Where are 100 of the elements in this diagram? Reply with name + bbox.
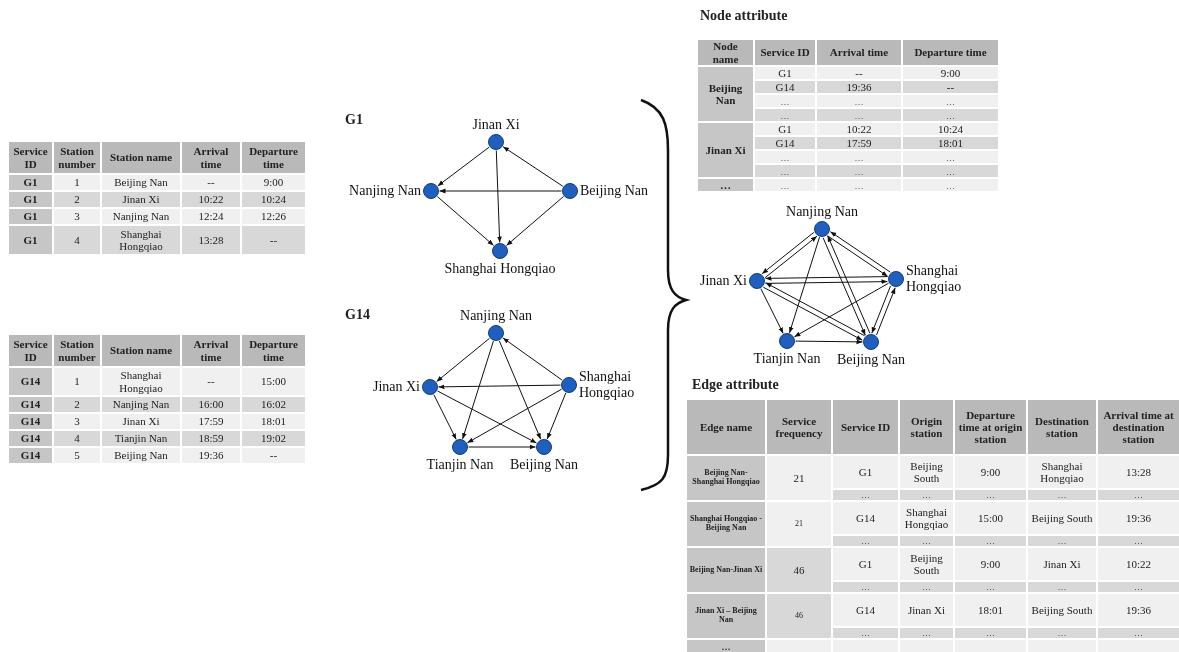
table-cell: Jinan Xi (697, 122, 754, 179)
arrow (871, 285, 891, 334)
table-cell: 46 (766, 593, 832, 639)
arrow (795, 339, 863, 345)
station-name: Shanghai Hongqiao (906, 262, 963, 296)
table-cell: Jinan Xi – Beijing Nan (686, 593, 766, 639)
section-title: G14 (345, 307, 370, 323)
header-cell: Departure time (902, 39, 999, 66)
header-cell: Service ID (754, 39, 816, 66)
arrow (433, 394, 457, 440)
header-cell: Departure time (241, 141, 306, 174)
table-cell: Shanghai Hongqiao -Beijing Nan (686, 501, 766, 547)
arrow (876, 287, 896, 336)
header-cell: Arrival time (181, 334, 241, 367)
station-name: Shanghai Hongqiao (579, 368, 636, 402)
table-cell: Beijing South (1027, 593, 1097, 627)
table-cell: Beijing Nan-Jinan Xi (686, 547, 766, 593)
table-cell: G1 (832, 455, 899, 489)
table-cell: Beijing South (1027, 501, 1097, 535)
table-cell: Shanghai Hongqiao (899, 501, 954, 535)
header-cell: Destination station (1027, 399, 1097, 455)
arrow (495, 150, 502, 243)
table-cell: 21 (766, 455, 832, 501)
table-cell: Jinan Xi (1027, 547, 1097, 581)
station-name: Jinan Xi (699, 272, 747, 290)
header-cell: Edge name (686, 399, 766, 455)
arrow (765, 279, 888, 285)
header-cell: Arrival time (816, 39, 902, 66)
arrow (438, 384, 561, 390)
section-title: G1 (345, 112, 363, 128)
station-name: Shanghai Hongqiao (444, 261, 556, 278)
table-cell: G14 (832, 593, 899, 627)
header-cell: Station name (101, 141, 181, 174)
table-cell: G14 (8, 367, 53, 396)
arrow (437, 390, 537, 444)
header-cell: Station number (53, 334, 101, 367)
arrow (760, 288, 784, 334)
arrow (502, 337, 563, 381)
station-name: Nanjing Nan (349, 182, 421, 200)
table-cell: 10:22 (1097, 547, 1179, 581)
header-cell: Arrival time at destination station (1097, 399, 1179, 455)
arrow (436, 196, 495, 246)
arrow (436, 337, 490, 383)
table-cell: 21 (766, 501, 832, 547)
arrow (462, 340, 494, 440)
station-name: Tianjin Nan (753, 351, 821, 368)
header-cell: Service ID (832, 399, 899, 455)
header-cell: Departure time (241, 334, 306, 367)
table-cell: 13:28 (1097, 455, 1179, 489)
table-cell: Shanghai Hongqiao (101, 225, 181, 255)
arrow (498, 340, 542, 440)
table-cell: 46 (766, 547, 832, 593)
station-name: Jinan Xi (372, 378, 420, 396)
arrow (439, 188, 562, 194)
header-cell: Service frequency (766, 399, 832, 455)
table-cell: -- (241, 225, 306, 255)
table-cell: 19:36 (1097, 501, 1179, 535)
station-name: Jinan Xi (472, 116, 520, 133)
table-cell: Jinan Xi (899, 593, 954, 627)
station-name: Nanjing Nan (460, 307, 532, 324)
table-cell: G14 (832, 501, 899, 535)
table-cell: 19:36 (1097, 593, 1179, 627)
section-title: Edge attribute (692, 377, 779, 393)
section-title: Node attribute (700, 8, 788, 24)
header-cell: Service ID (8, 334, 53, 367)
table-cell: Beijing Nan-Shanghai Hongqiao (686, 455, 766, 501)
arrow (789, 236, 820, 334)
table-cell: 15:00 (954, 501, 1027, 535)
table-cell: 15:00 (241, 367, 306, 396)
station-name: Tianjin Nan (426, 457, 494, 474)
arrow (546, 392, 567, 440)
station-name: Beijing Nan (837, 352, 905, 369)
arrow (437, 146, 490, 187)
arrow (466, 388, 563, 444)
arrow (502, 146, 564, 187)
arrow (506, 196, 564, 246)
table-cell: -- (181, 367, 241, 396)
table-cell: Beijing South (899, 547, 954, 581)
table-cell: G1 (8, 225, 53, 255)
header-cell: Station number (53, 141, 101, 174)
header-cell: Service ID (8, 141, 53, 174)
header-cell: Origin station (899, 399, 954, 455)
arrow (793, 282, 890, 338)
header-cell: Arrival time (181, 141, 241, 174)
table-cell: 9:00 (954, 455, 1027, 489)
table-cell: 13:28 (181, 225, 241, 255)
table-cell: Shanghai Hongqiao (101, 367, 181, 396)
station-name: Beijing Nan (580, 182, 649, 200)
table-cell: Beijing Nan (697, 66, 754, 123)
table-cell: Beijing South (899, 455, 954, 489)
table-cell: Shanghai Hongqiao (1027, 455, 1097, 489)
arrow (468, 444, 536, 450)
table-cell: 9:00 (954, 547, 1027, 581)
header-cell: Node name (697, 39, 754, 66)
header-cell: Station name (101, 334, 181, 367)
station-name: Nanjing Nan (786, 203, 858, 220)
table-cell: 18:01 (954, 593, 1027, 627)
table-cell: G1 (832, 547, 899, 581)
station-name: Beijing Nan (510, 457, 578, 474)
arrow (765, 275, 888, 281)
